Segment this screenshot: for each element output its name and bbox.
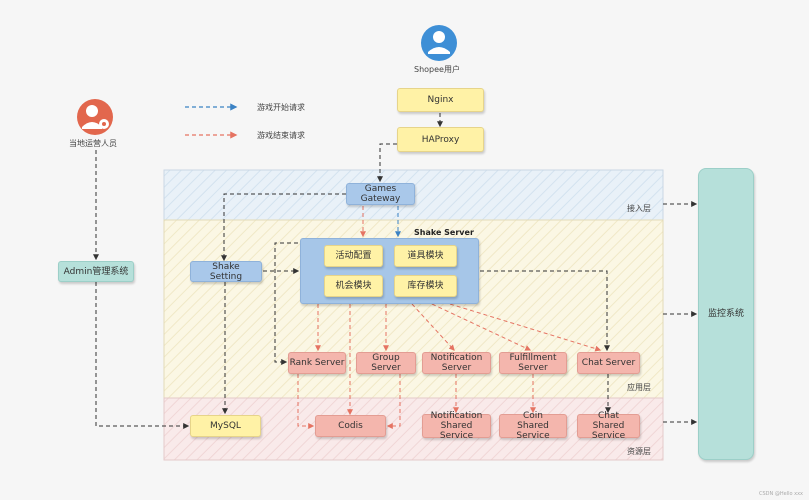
resource-layer-label: 资源层 [627,447,651,456]
coin-shared-service-node[interactable]: Coin Shared Service [499,411,567,441]
haproxy-node[interactable]: HAProxy [397,127,484,152]
shopee-user-label: Shopee用户 [414,65,460,74]
shake-setting-node[interactable]: Shake Setting [190,261,262,282]
codis-node[interactable]: Codis [315,415,386,437]
notification-server-node[interactable]: Notification Server [422,352,491,374]
mysql-node[interactable]: MySQL [190,415,261,437]
games-gateway-node[interactable]: Games Gateway [346,183,415,205]
local-operator-icon [77,99,113,135]
rank-server-node[interactable]: Rank Server [288,352,346,374]
application-layer-label: 应用层 [627,383,651,392]
chat-server-node[interactable]: Chat Server [577,352,640,374]
access-layer-label: 接入层 [627,204,651,213]
shopee-user-icon [421,25,457,61]
group-server-node[interactable]: Group Server [356,352,416,374]
notification-shared-service-node[interactable]: Notification Shared Service [422,411,491,441]
chat-shared-service-node[interactable]: Chat Shared Service [577,411,640,441]
legend-end-label: 游戏结束请求 [257,131,305,140]
legend-start-label: 游戏开始请求 [257,103,305,112]
activity-config-module[interactable]: 活动配置 [324,245,383,267]
admin-node[interactable]: Admin管理系统 [58,261,134,282]
shake-server-label: Shake Server [414,228,474,237]
item-module[interactable]: 道具模块 [394,245,457,267]
opportunity-module[interactable]: 机会模块 [324,275,383,297]
monitoring-system-node[interactable]: 监控系统 [698,168,754,460]
watermark: CSDN @Hello xxx [759,491,803,497]
fulfillment-server-node[interactable]: Fulfillment Server [499,352,567,374]
inventory-module[interactable]: 库存模块 [394,275,457,297]
nginx-node[interactable]: Nginx [397,88,484,112]
local-operator-label: 当地运营人员 [69,139,117,148]
